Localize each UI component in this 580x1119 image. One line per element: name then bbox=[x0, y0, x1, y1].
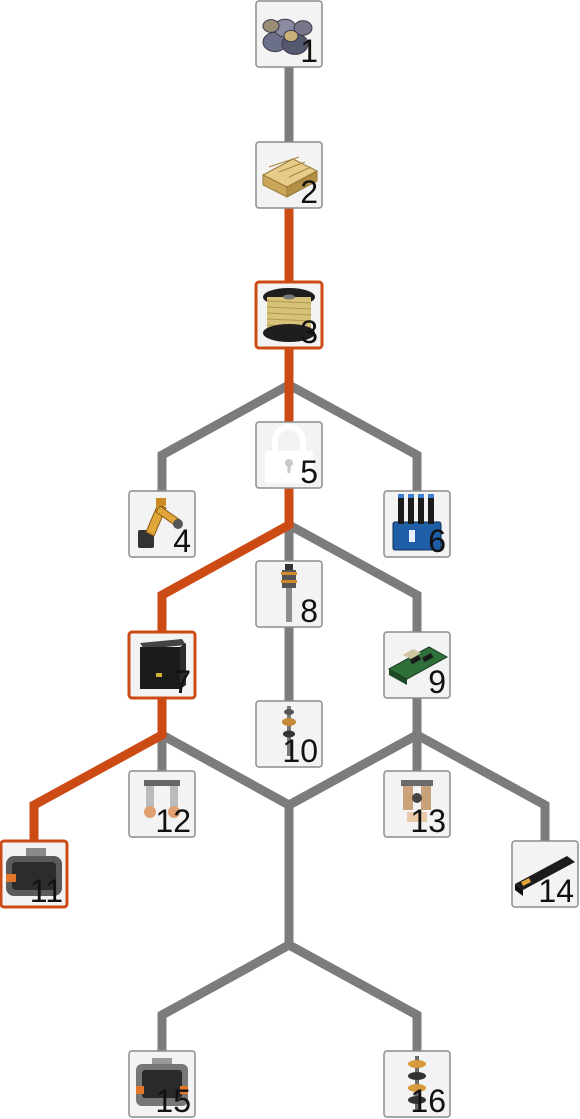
tech-node-9[interactable]: 9 bbox=[383, 631, 451, 700]
tech-node-5[interactable]: 5 bbox=[255, 421, 323, 490]
robot-arm-icon bbox=[138, 498, 183, 548]
small-probe-icon bbox=[282, 706, 296, 756]
tech-node-2[interactable]: 2 bbox=[255, 141, 323, 210]
stacked-parts-icon bbox=[408, 1056, 426, 1110]
tech-node-14[interactable]: 14 bbox=[511, 840, 579, 909]
stone-pile-icon bbox=[262, 18, 313, 55]
node-number: 12 bbox=[155, 803, 191, 839]
engine-block-icon bbox=[6, 848, 62, 896]
edge-5-7 bbox=[157, 455, 294, 665]
drone-parts-icon bbox=[144, 780, 180, 818]
wood-planks-icon bbox=[261, 156, 319, 198]
probe-rod-icon bbox=[281, 564, 297, 622]
node-number: 16 bbox=[410, 1083, 446, 1119]
node-number: 3 bbox=[300, 314, 318, 350]
node-number: 5 bbox=[300, 454, 318, 490]
tech-node-8[interactable]: 8 bbox=[255, 560, 323, 629]
tech-node-7[interactable]: 7 bbox=[127, 630, 197, 700]
battery-pack-icon bbox=[392, 494, 442, 551]
node-number: 15 bbox=[155, 1083, 191, 1119]
node-number: 2 bbox=[300, 174, 318, 210]
tech-node-10[interactable]: 10 bbox=[255, 700, 323, 769]
edge-9-16 bbox=[284, 665, 422, 1084]
black-tube-icon bbox=[515, 856, 575, 896]
circuit-board-icon bbox=[387, 646, 449, 685]
node-number: 13 bbox=[410, 803, 446, 839]
tech-node-1[interactable]: 1 bbox=[255, 0, 323, 69]
node-number: 7 bbox=[173, 664, 191, 700]
node-number: 14 bbox=[538, 873, 574, 909]
node-number: 9 bbox=[428, 664, 446, 700]
node-number: 6 bbox=[428, 523, 446, 559]
node-number: 1 bbox=[300, 33, 318, 69]
tech-node-12[interactable]: 12 bbox=[128, 770, 196, 839]
mechanical-parts-icon bbox=[401, 780, 433, 822]
node-number: 8 bbox=[300, 593, 318, 629]
wire-spool-icon bbox=[263, 288, 315, 342]
tech-node-16[interactable]: 16 bbox=[383, 1050, 451, 1119]
padlock-icon bbox=[265, 424, 313, 483]
tech-node-6[interactable]: 6 bbox=[383, 490, 451, 559]
node-number: 4 bbox=[173, 523, 191, 559]
tech-node-13[interactable]: 13 bbox=[383, 770, 451, 839]
node-number: 10 bbox=[282, 733, 318, 769]
node-number: 11 bbox=[30, 873, 63, 909]
tech-node-4[interactable]: 4 bbox=[128, 490, 196, 559]
node-frame bbox=[383, 770, 451, 838]
power-unit-icon bbox=[140, 639, 186, 689]
tech-node-15[interactable]: 15 bbox=[128, 1050, 196, 1119]
tech-node-3[interactable]: 3 bbox=[254, 280, 324, 350]
tech-node-11[interactable]: 11 bbox=[0, 839, 69, 909]
node-frame bbox=[128, 770, 196, 838]
machine-housing-icon bbox=[136, 1058, 188, 1106]
